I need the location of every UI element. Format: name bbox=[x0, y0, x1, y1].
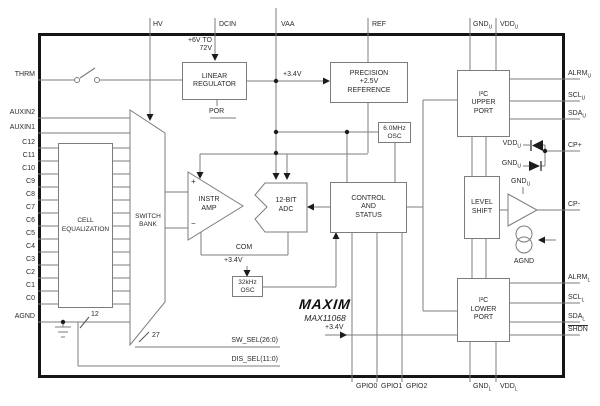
pin-c9: C9 bbox=[26, 178, 35, 185]
osc32-supply-voltage: +3.4V bbox=[224, 257, 243, 264]
thrm-switch-contact bbox=[94, 77, 100, 83]
pin-c7: C7 bbox=[26, 204, 35, 211]
switch-bank-label: SWITCH BANK bbox=[135, 213, 161, 228]
pin-c12: C12 bbox=[22, 139, 35, 146]
pin-scl-u: SCLU bbox=[568, 92, 586, 102]
pin-c0: C0 bbox=[26, 295, 35, 302]
arrowheads bbox=[146, 54, 545, 339]
pin-thrm: THRM bbox=[14, 71, 35, 78]
precision-reference-block: PRECISION +2.5V REFERENCE bbox=[330, 62, 408, 103]
pin-vdd-l: VDDL bbox=[500, 383, 518, 393]
part-number: MAX11068 bbox=[304, 313, 346, 323]
adc-shape bbox=[254, 182, 308, 233]
pin-auxin1: AUXIN1 bbox=[9, 124, 35, 131]
pin-c1: C1 bbox=[26, 282, 35, 289]
pin-ref: REF bbox=[372, 21, 386, 28]
pin-c2: C2 bbox=[26, 269, 35, 276]
pin-gpio1: GPIO1 bbox=[381, 383, 403, 390]
pin-c6: C6 bbox=[26, 217, 35, 224]
bus-width-12: 12 bbox=[91, 311, 99, 318]
gndu-buffer-label: GNDU bbox=[511, 178, 531, 188]
com-label: COM bbox=[235, 244, 253, 251]
osc-6mhz-block: 6.0MHz OSC bbox=[378, 122, 411, 143]
maxim-logo: MAXIM bbox=[298, 296, 352, 312]
amp-minus-sign: − bbox=[191, 219, 196, 228]
vddu-clamp-label: VDDU bbox=[502, 140, 521, 150]
pin-hv: HV bbox=[153, 21, 163, 28]
pin-shdn: SHDN bbox=[568, 326, 588, 333]
pin-vdd-u: VDDU bbox=[500, 21, 519, 31]
instr-amp-shape bbox=[187, 171, 244, 241]
pin-alrm-l: ALRML bbox=[568, 274, 591, 284]
pin-gpio0: GPIO0 bbox=[356, 383, 378, 390]
current-source-icon bbox=[515, 236, 533, 254]
pin-c10: C10 bbox=[22, 165, 35, 172]
cp-buffer-shape bbox=[507, 193, 539, 227]
dcin-voltage-range: +6V TO 72V bbox=[187, 37, 212, 52]
pin-c8: C8 bbox=[26, 191, 35, 198]
regulator-output-voltage: +3.4V bbox=[283, 71, 302, 78]
vddu-clamp-diode-icon bbox=[530, 140, 543, 151]
amp-plus-sign: + bbox=[191, 177, 196, 186]
pin-agnd: AGND bbox=[14, 313, 35, 320]
switch-bank-shape bbox=[129, 109, 166, 347]
cell-equalization-block: CELL EQUALIZATION bbox=[58, 143, 113, 308]
agnd-current-source-label: AGND bbox=[513, 258, 535, 265]
pin-cp-minus: CP- bbox=[568, 201, 581, 208]
pin-vaa: VAA bbox=[281, 21, 295, 28]
pin-dcin: DCIN bbox=[219, 21, 237, 28]
thrm-switch-contact bbox=[74, 77, 80, 83]
pin-gpio2: GPIO2 bbox=[406, 383, 428, 390]
junction-dots bbox=[60, 78, 548, 325]
pin-auxin2: AUXIN2 bbox=[9, 109, 35, 116]
dis-sel-bus-label: DIS_SEL(11:0) bbox=[231, 356, 278, 363]
gndu-clamp-diode-icon bbox=[529, 161, 542, 171]
sw-sel-bus-label: SW_SEL(26:0) bbox=[231, 337, 278, 344]
pin-c5: C5 bbox=[26, 230, 35, 237]
control-status-block: CONTROL AND STATUS bbox=[330, 182, 407, 233]
osc-32khz-block: 32kHz OSC bbox=[232, 276, 263, 297]
adc-label: 12-BIT ADC bbox=[275, 197, 297, 213]
pin-scl-l: SCLL bbox=[568, 294, 585, 304]
bus-ticks bbox=[79, 316, 150, 343]
pin-sda-u: SDAU bbox=[568, 110, 587, 120]
i2c-lower-port-block: I²C LOWER PORT bbox=[457, 278, 510, 342]
pin-sda-l: SDAL bbox=[568, 313, 586, 323]
bus-width-27: 27 bbox=[152, 332, 160, 339]
i2c-upper-port-block: I²C UPPER PORT bbox=[457, 70, 510, 137]
current-source-icon bbox=[515, 225, 533, 243]
instr-amp-label: INSTR AMP bbox=[198, 196, 220, 212]
thrm-switch-icon bbox=[79, 67, 96, 79]
pin-gnd-u: GNDU bbox=[473, 21, 493, 31]
lower-port-supply-voltage: +3.4V bbox=[325, 324, 344, 331]
gndu-clamp-label: GNDU bbox=[501, 160, 521, 170]
linear-regulator-block: LINEAR REGULATOR bbox=[182, 62, 247, 100]
pin-c4: C4 bbox=[26, 243, 35, 250]
pin-c11: C11 bbox=[22, 152, 35, 159]
por-label: POR bbox=[209, 108, 225, 115]
chip-boundary bbox=[38, 33, 565, 378]
pin-cp-plus: CP+ bbox=[568, 142, 582, 149]
pin-c3: C3 bbox=[26, 256, 35, 263]
level-shift-block: LEVEL SHIFT bbox=[464, 176, 500, 239]
pin-alrm-u: ALRMU bbox=[568, 70, 592, 80]
pin-gnd-l: GNDL bbox=[473, 383, 492, 393]
